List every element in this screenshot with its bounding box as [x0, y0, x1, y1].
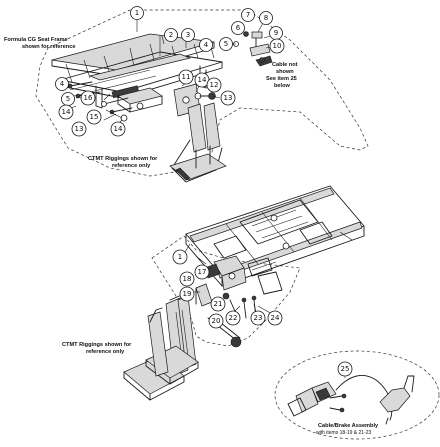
brake-clamp-a [295, 387, 319, 413]
svg-text:1: 1 [135, 9, 139, 17]
callout-18[interactable]: 18 [179, 271, 195, 287]
base-frame [185, 185, 365, 287]
callout-21[interactable]: 21 [210, 296, 226, 312]
callout-13b[interactable]: 13 [220, 90, 236, 106]
svg-text:9: 9 [274, 29, 278, 37]
svg-text:20: 20 [212, 317, 221, 325]
brake-lever [379, 387, 411, 413]
top-assembly: 1 2 3 4 5 6 7 8 9 10 4 5 16 14 15 13 14 … [4, 6, 369, 183]
callout-16[interactable]: 16 [80, 90, 96, 106]
svg-text:3: 3 [186, 31, 190, 39]
callout-5b[interactable]: 5 [61, 92, 75, 106]
callout-23[interactable]: 23 [250, 310, 266, 326]
cable-note-line1: Cable not [272, 62, 298, 68]
callout-1b[interactable]: 1 [172, 249, 188, 265]
svg-text:2: 2 [169, 31, 173, 39]
riggings-bottom-label-line1: CTMT Riggings shown for [62, 342, 132, 348]
tilt-mechanism [213, 255, 283, 295]
callout-25[interactable]: 25 [337, 361, 353, 377]
callout-3[interactable]: 3 [181, 28, 195, 42]
callout-9[interactable]: 9 [269, 26, 283, 40]
callout-10[interactable]: 10 [269, 38, 285, 54]
callout-14b[interactable]: 14 [110, 121, 126, 137]
seat-frame-label-line2: shown for reference [22, 44, 75, 50]
top-callouts: 1 2 3 4 5 6 7 8 9 10 4 5 16 14 15 13 14 … [55, 6, 285, 137]
svg-text:17: 17 [198, 268, 207, 276]
callout-12[interactable]: 12 [206, 77, 222, 93]
svg-text:13: 13 [224, 94, 233, 102]
callout-15[interactable]: 15 [86, 109, 102, 125]
rigging-bottom [123, 293, 199, 401]
callout-20[interactable]: 20 [208, 313, 224, 329]
callout-4b[interactable]: 4 [55, 77, 69, 91]
riggings-bottom-label-line2: reference only [86, 349, 125, 355]
svg-text:22: 22 [229, 314, 238, 322]
svg-text:12: 12 [210, 81, 219, 89]
callout-5[interactable]: 5 [219, 37, 233, 51]
callout-6[interactable]: 6 [231, 21, 245, 35]
svg-text:4: 4 [60, 80, 65, 88]
top-labels: Formula CG Seat Frame shown for referenc… [4, 37, 298, 169]
callout-1[interactable]: 1 [130, 6, 144, 20]
seat-frame-label-line1: Formula CG Seat Frame [4, 37, 68, 43]
svg-text:14: 14 [198, 76, 207, 84]
svg-text:4: 4 [204, 41, 209, 49]
cable-brake-assembly: 25 Cable/Brake Assembly with items 18-19… [274, 350, 440, 440]
callout-11[interactable]: 11 [178, 69, 194, 85]
svg-text:14: 14 [62, 108, 71, 116]
callout-13a[interactable]: 13 [71, 121, 87, 137]
svg-text:5: 5 [224, 40, 228, 48]
cable-note-line2: shown [276, 69, 294, 75]
svg-text:18: 18 [183, 275, 192, 283]
callout-24[interactable]: 24 [267, 310, 283, 326]
rigging-top [169, 102, 227, 183]
seat-frame-top [51, 33, 223, 109]
svg-text:10: 10 [273, 42, 282, 50]
bottom-assembly: 1 17 18 19 21 20 22 23 24 CTMT Riggings … [62, 185, 365, 401]
svg-text:5: 5 [66, 95, 70, 103]
svg-text:23: 23 [254, 314, 263, 322]
callout-8[interactable]: 8 [259, 11, 273, 25]
svg-text:11: 11 [182, 73, 191, 81]
svg-text:16: 16 [84, 94, 93, 102]
callout-19[interactable]: 19 [179, 286, 195, 302]
cable-assembly-note: with items 18-19 & 21-23 [316, 430, 372, 436]
riggings-top-label-line1: CTMT Riggings shown for [88, 156, 158, 162]
bottom-callouts: 1 17 18 19 21 20 22 23 24 [172, 249, 283, 329]
svg-text:21: 21 [214, 300, 223, 308]
callout-4[interactable]: 4 [199, 38, 213, 52]
riggings-top-label-line2: reference only [112, 163, 151, 169]
cable-assembly-title: Cable/Brake Assembly [318, 423, 379, 429]
cable-note-line3: See item 25 [266, 76, 297, 82]
callout-14a[interactable]: 14 [58, 104, 74, 120]
callout-2[interactable]: 2 [164, 28, 178, 42]
callout-22[interactable]: 22 [225, 310, 241, 326]
svg-text:15: 15 [90, 113, 99, 121]
svg-text:7: 7 [246, 11, 250, 19]
svg-text:1: 1 [178, 253, 182, 261]
cable-assembly-boundary [274, 350, 440, 440]
cable-note-line4: below [274, 83, 290, 89]
callout-17[interactable]: 17 [194, 264, 210, 280]
svg-text:6: 6 [236, 24, 241, 32]
callout-7[interactable]: 7 [241, 8, 255, 22]
svg-text:13: 13 [75, 125, 84, 133]
svg-text:25: 25 [341, 365, 350, 373]
svg-text:24: 24 [271, 314, 280, 322]
svg-text:8: 8 [264, 14, 268, 22]
svg-text:19: 19 [183, 290, 192, 298]
top-assembly-boundary [35, 9, 369, 177]
svg-text:14: 14 [114, 125, 123, 133]
